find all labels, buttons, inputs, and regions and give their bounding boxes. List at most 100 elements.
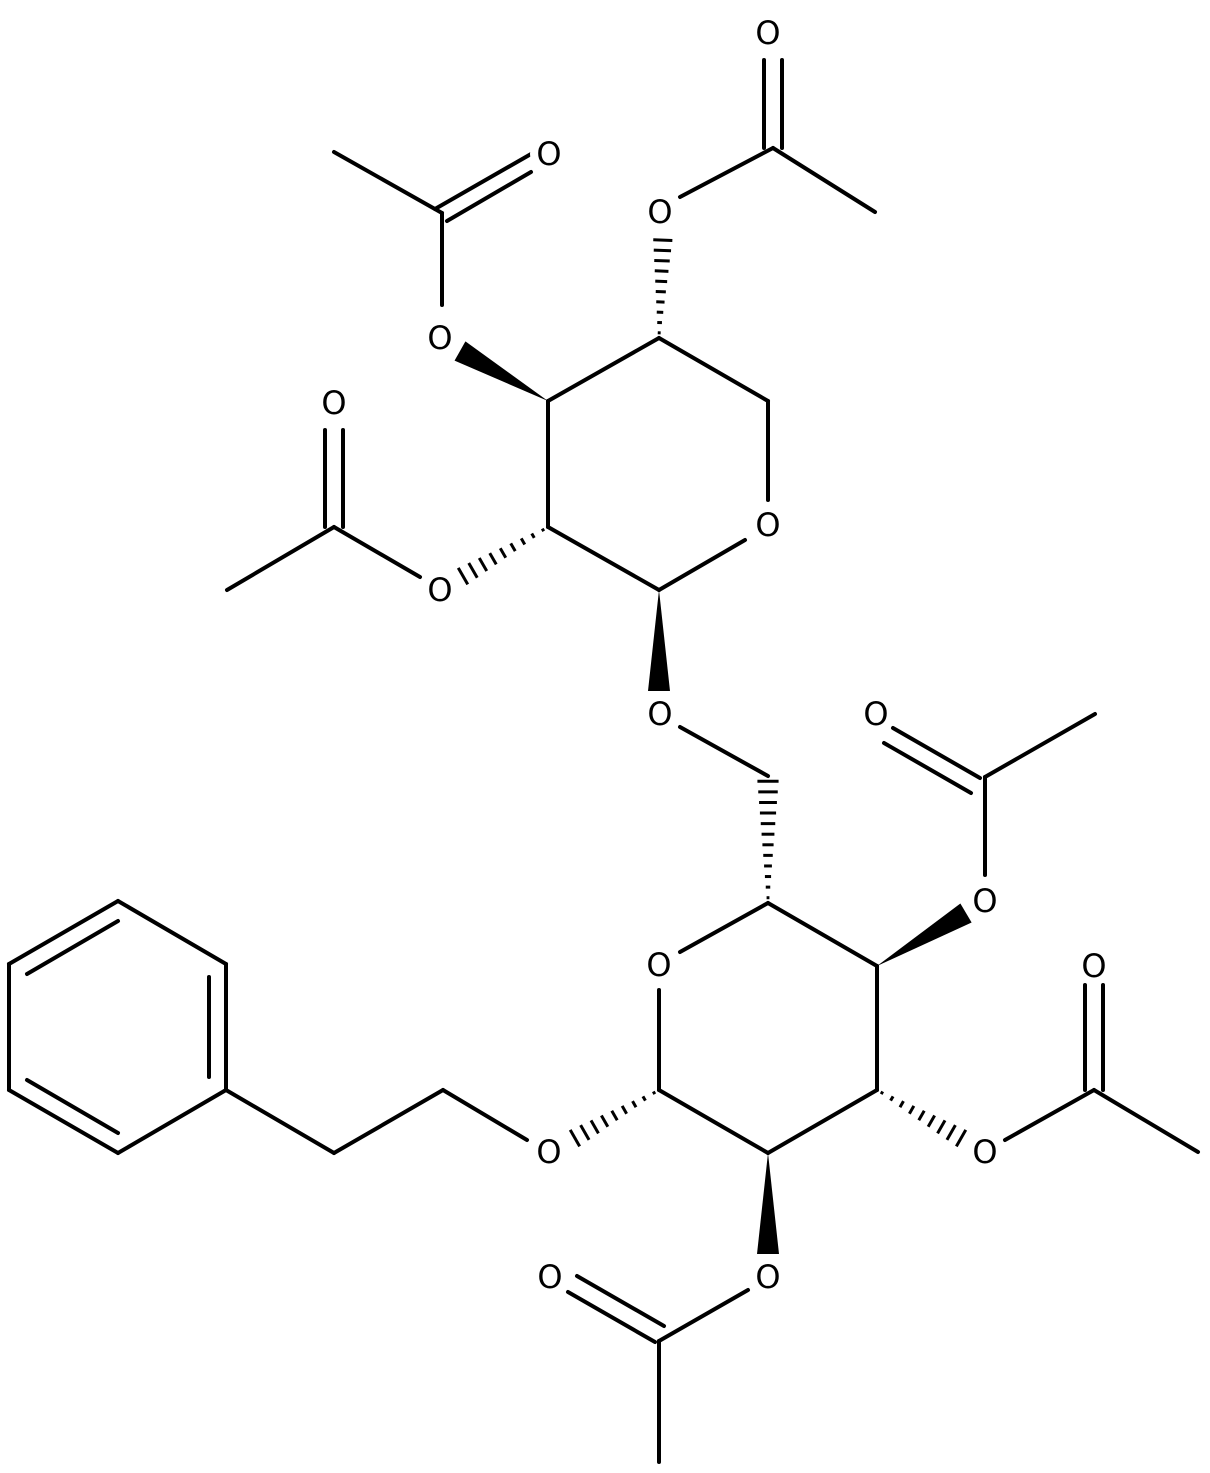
atom-label-o: O [972, 882, 997, 920]
oxygen-label: O [857, 695, 895, 733]
bond [445, 170, 533, 223]
hash-stroke [600, 1114, 610, 1128]
oxygen-label: O [315, 384, 353, 422]
atom-label-o: O [972, 1133, 997, 1171]
bond [332, 525, 422, 579]
bond [678, 901, 770, 954]
oxygen-label: O [530, 135, 568, 173]
hash-stroke [955, 1129, 968, 1148]
hash-stroke [467, 562, 479, 579]
bond [766, 1088, 879, 1155]
atom-label-o: O [1081, 947, 1106, 985]
hashed-bond [879, 1090, 968, 1148]
bond [678, 725, 770, 778]
bond [25, 1078, 120, 1135]
bond [566, 1290, 657, 1344]
hash-stroke [653, 238, 673, 243]
oxygen-label: O [966, 882, 1004, 920]
hash-stroke [889, 1095, 895, 1102]
bond [1003, 1088, 1096, 1142]
bond [983, 712, 1097, 779]
bond [7, 1088, 120, 1155]
hash-stroke [568, 1129, 581, 1148]
hash-stroke [509, 542, 517, 552]
bond [332, 1088, 445, 1155]
bond [7, 899, 120, 966]
hash-stroke [519, 537, 527, 546]
hash-stroke [540, 527, 546, 532]
bond [225, 525, 336, 592]
hash-stroke [926, 1114, 936, 1128]
bond [546, 336, 661, 403]
hashed-bond [757, 779, 779, 900]
oxygen-label: O [641, 193, 679, 231]
hash-stroke [530, 532, 536, 539]
oxygen-label: O [421, 319, 459, 357]
hashed-bond [653, 238, 673, 335]
oxygen-label: O [1075, 947, 1113, 985]
atom-label-o: O [321, 384, 346, 422]
stereo-bonds [454, 238, 972, 1254]
bond [116, 1088, 228, 1155]
bond [224, 1088, 336, 1155]
atom-label-o: O [755, 506, 780, 544]
bond [678, 146, 775, 199]
oxygen-label: O [966, 1133, 1004, 1171]
bond [575, 1274, 666, 1328]
wedge-bond [648, 590, 670, 691]
bond [657, 538, 747, 592]
oxygen-label: O [421, 571, 459, 609]
hash-stroke [936, 1119, 947, 1135]
atom-label-o: O [536, 135, 561, 173]
atom-labels: O O O O O O O O O O O O O O O O [315, 14, 1113, 1296]
bond [546, 525, 661, 592]
bond [657, 336, 770, 403]
hash-stroke [456, 567, 470, 586]
hash-stroke [641, 1095, 647, 1102]
oxygen-label: O [749, 506, 787, 544]
hash-stroke [589, 1119, 600, 1135]
atom-label-o: O [647, 695, 672, 733]
hash-stroke [488, 552, 498, 566]
hash-stroke [610, 1109, 619, 1122]
atom-label-o: O [863, 695, 888, 733]
wedge-bond [454, 341, 548, 401]
hash-stroke [620, 1105, 628, 1115]
hash-stroke [653, 248, 672, 253]
atom-label-o: O [755, 14, 780, 52]
bond [882, 741, 973, 795]
atom-label-o: O [427, 319, 452, 357]
oxygen-label: O [531, 1258, 569, 1296]
wedge-bond [757, 1153, 779, 1254]
bond [657, 1288, 750, 1343]
bond [891, 726, 982, 780]
atom-label-o: O [646, 946, 671, 984]
oxygen-label: O [641, 695, 679, 733]
oxygen-label: O [640, 946, 678, 984]
bond [1092, 1088, 1200, 1154]
bond [657, 1088, 770, 1155]
oxygen-label: O [530, 1133, 568, 1171]
bond [433, 152, 533, 211]
atom-label-o: O [536, 1133, 561, 1171]
wedge-bond [877, 903, 972, 966]
hash-stroke [898, 1100, 905, 1108]
hash-stroke [917, 1109, 926, 1122]
hash-stroke [945, 1124, 957, 1141]
bond-lines [7, 58, 1200, 1464]
atom-label-o: O [755, 1258, 780, 1296]
oxygen-label: O [749, 14, 787, 52]
hashed-bond [568, 1090, 657, 1148]
hash-stroke [654, 269, 669, 273]
bond [441, 1088, 529, 1142]
hash-stroke [908, 1105, 916, 1115]
bond [25, 919, 120, 976]
hash-stroke [652, 1090, 657, 1095]
atom-label-o: O [427, 571, 452, 609]
oxygen-label: O [749, 1258, 787, 1296]
bond [116, 899, 228, 966]
hash-stroke [477, 557, 489, 572]
hash-stroke [631, 1100, 638, 1108]
